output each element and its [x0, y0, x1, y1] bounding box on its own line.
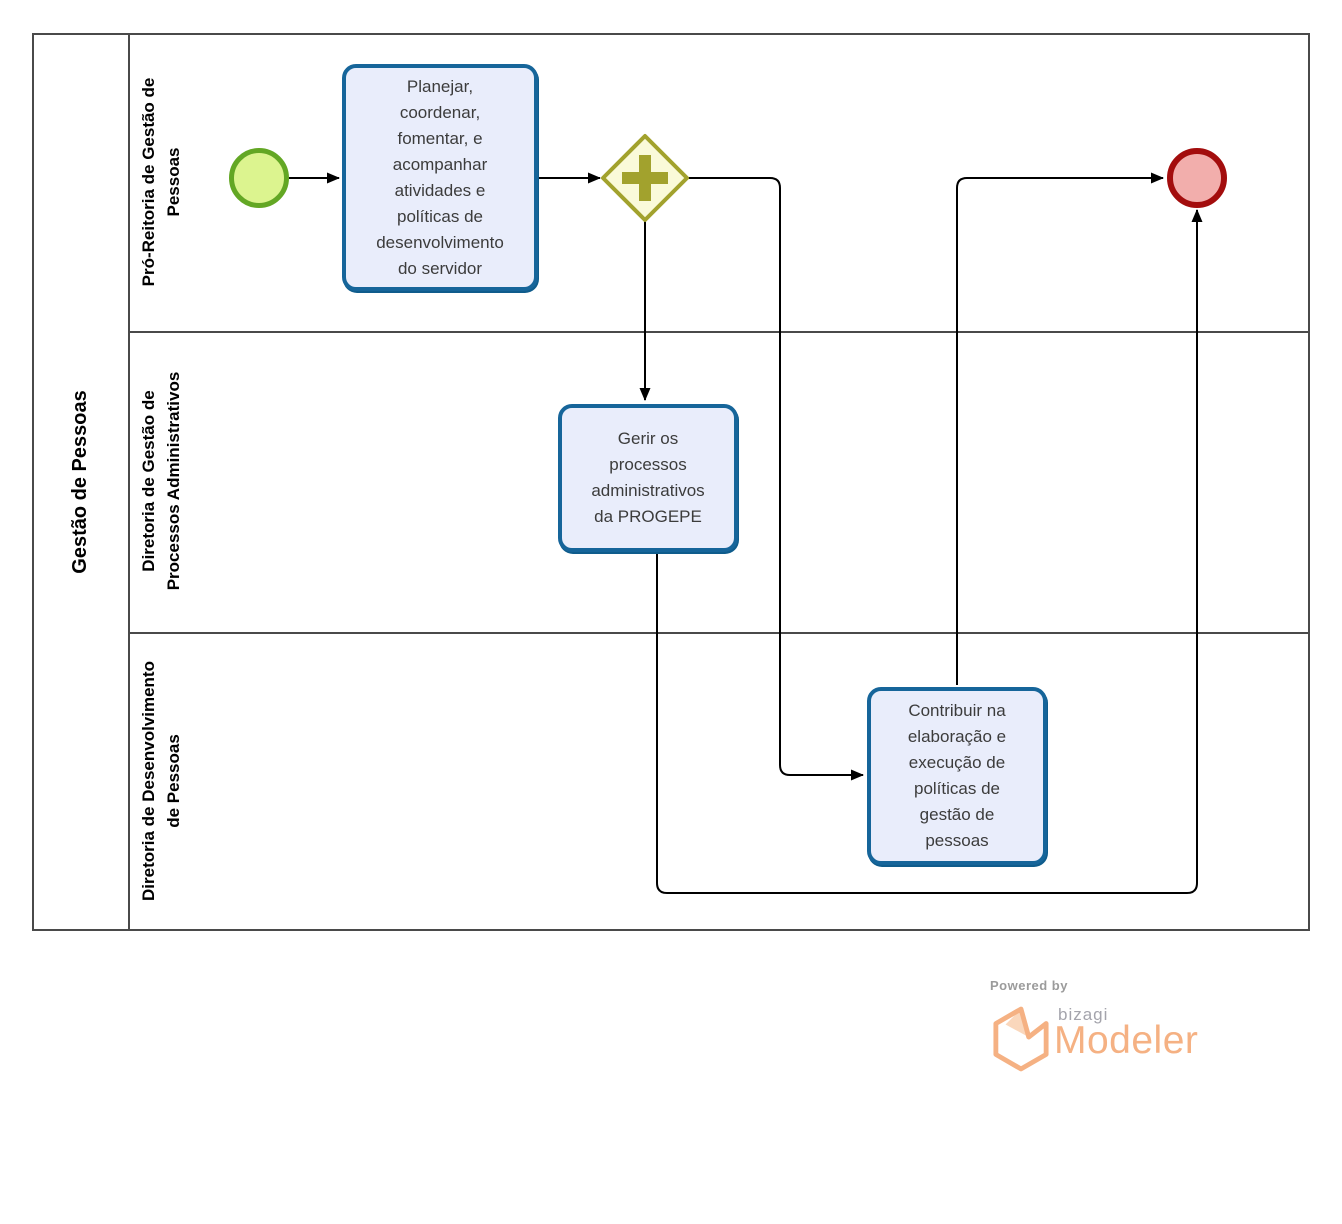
lane-label-pro-reitoria: Pró-Reitoria de Gestão de Pessoas: [139, 77, 183, 287]
lane-label-diretoria-desenvolvimento: Diretoria de Desenvolvimento de Pessoas: [139, 661, 183, 901]
task-gerir-processos[interactable]: Gerir os processos administrativos da PR…: [558, 404, 738, 552]
bizagi-logo-icon: [993, 1006, 1049, 1072]
lane-divider: [130, 331, 1308, 333]
task-label: Planejar, coordenar, fomentar, e acompan…: [376, 76, 504, 278]
modeler-wordmark: Modeler: [1054, 1019, 1199, 1062]
end-event[interactable]: [1167, 148, 1227, 208]
parallel-gateway[interactable]: [601, 134, 689, 222]
flow-gateway-to-task3[interactable]: [688, 177, 864, 781]
flow-task2-to-end[interactable]: [656, 209, 1203, 894]
pool-header: [34, 35, 130, 929]
bizagi-branding: Powered by bizagi Modeler: [990, 978, 1250, 1081]
task-label: Gerir os processos administrativos da PR…: [591, 429, 705, 526]
pool-title: Gestão de Pessoas: [69, 390, 91, 574]
start-event[interactable]: [229, 148, 289, 208]
task-planejar-coordenar[interactable]: Planejar, coordenar, fomentar, e acompan…: [342, 64, 538, 291]
bizagi-wordmark: bizagi: [1058, 1005, 1109, 1024]
lane-divider: [130, 632, 1308, 634]
plus-icon: [622, 155, 668, 201]
flow-task3-to-end[interactable]: [956, 172, 1164, 685]
task-contribuir-politicas[interactable]: Contribuir na elaboração e execução de p…: [867, 687, 1047, 865]
lane-label-diretoria-processos: Diretoria de Gestão de Processos Adminis…: [139, 371, 183, 591]
task-label: Contribuir na elaboração e execução de p…: [907, 701, 1007, 850]
powered-by-label: Powered by: [990, 978, 1068, 993]
